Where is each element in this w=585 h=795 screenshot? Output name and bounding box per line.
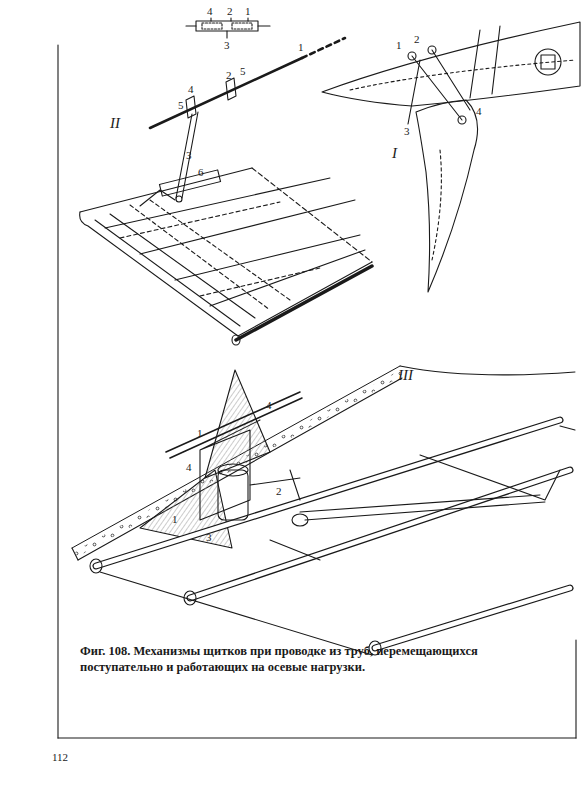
page-number: 112 (52, 752, 68, 763)
drawing-stroke (270, 540, 320, 560)
bracket-detail (186, 18, 270, 38)
callout-number: 5 (240, 66, 246, 77)
callout-number: 3 (404, 126, 410, 137)
drawing-stroke (400, 366, 575, 375)
drawing-stroke (420, 455, 560, 500)
callout-number: 1 (172, 514, 178, 525)
drawing-stroke (176, 196, 182, 202)
callout-number: 2 (227, 6, 233, 17)
drawing-stroke (302, 38, 345, 58)
callout-number: 1 (298, 42, 304, 53)
callout-number: 6 (198, 167, 204, 178)
wing-section-i (322, 22, 580, 292)
drawing-stroke (75, 370, 402, 557)
figure-numeral: I (392, 146, 397, 161)
drawing-stroke (408, 50, 470, 124)
callout-number: 3 (224, 40, 230, 51)
drawing-stroke (100, 426, 575, 655)
drawing-stroke (150, 58, 302, 128)
drawing-stroke (120, 202, 320, 296)
drawing-stroke (238, 262, 372, 336)
drawing-stroke (196, 21, 258, 31)
callout-number: 1 (396, 40, 402, 51)
drawing-stroke (96, 420, 560, 566)
drawing-stroke (322, 22, 580, 106)
drawing-stroke (470, 26, 500, 98)
callout-number: 5 (178, 100, 184, 111)
callout-number: 2 (276, 486, 282, 497)
part-group (58, 18, 580, 738)
drawing-stroke (140, 190, 175, 206)
drawing-stroke (186, 25, 196, 26)
drawing-stroke (541, 55, 555, 69)
drawing-stroke (205, 370, 270, 478)
callout-number: 3 (206, 532, 212, 543)
callout-number: 2 (414, 34, 420, 45)
drawing-stroke (416, 100, 478, 292)
drawing-stroke (236, 266, 372, 340)
callout-number: 1 (197, 428, 203, 439)
drawing-stroke (292, 514, 308, 526)
drawing-stroke (90, 559, 102, 573)
drawing-stroke (80, 168, 252, 212)
drawing-stroke (200, 420, 260, 520)
drawing-stroke (80, 212, 238, 336)
drawing-stroke (210, 18, 211, 21)
drawing-stroke (300, 495, 545, 520)
drawing-stroke (258, 25, 270, 26)
drawing-stroke (375, 588, 570, 648)
drawing-stroke (232, 23, 252, 29)
callout-number: 4 (188, 84, 194, 95)
drawing-stroke (218, 470, 248, 520)
drawing-stroke (218, 464, 248, 476)
drawing-stroke (176, 112, 198, 198)
flap-assembly-iii (72, 366, 575, 655)
callout-number: 4 (266, 400, 272, 411)
drawing-stroke (230, 18, 231, 21)
drawing-stroke (575, 640, 576, 738)
callout-number: 4 (476, 106, 482, 117)
callout-number: 1 (245, 6, 251, 17)
flap-frame-ii (80, 38, 372, 345)
callout-number: 4 (186, 462, 192, 473)
drawing-stroke (232, 335, 240, 345)
page-frame (58, 45, 576, 738)
drawing-stroke (58, 737, 576, 738)
drawing-stroke (105, 178, 365, 306)
drawing-stroke (247, 18, 248, 21)
drawing-stroke (166, 392, 302, 458)
callout-number: 3 (186, 150, 192, 161)
drawing-stroke (226, 31, 227, 38)
drawing-stroke (57, 45, 58, 738)
figure-numeral: III (398, 368, 413, 383)
drawing-stroke (535, 49, 561, 75)
drawing-stroke (375, 588, 570, 648)
drawing-stroke (202, 23, 222, 29)
drawing-stroke (96, 420, 560, 566)
callout-number: 4 (207, 6, 213, 17)
figure-numeral: II (110, 116, 120, 131)
drawing-stroke (190, 470, 570, 598)
drawing-stroke (432, 150, 441, 260)
drawing-stroke (250, 470, 300, 500)
drawing-stroke (190, 470, 570, 598)
callout-number: 2 (226, 70, 232, 81)
drawing-stroke (186, 78, 236, 118)
figure-caption: Фиг. 108. Механизмы щитков при проводке … (80, 644, 512, 675)
drawing-stroke (159, 170, 220, 196)
